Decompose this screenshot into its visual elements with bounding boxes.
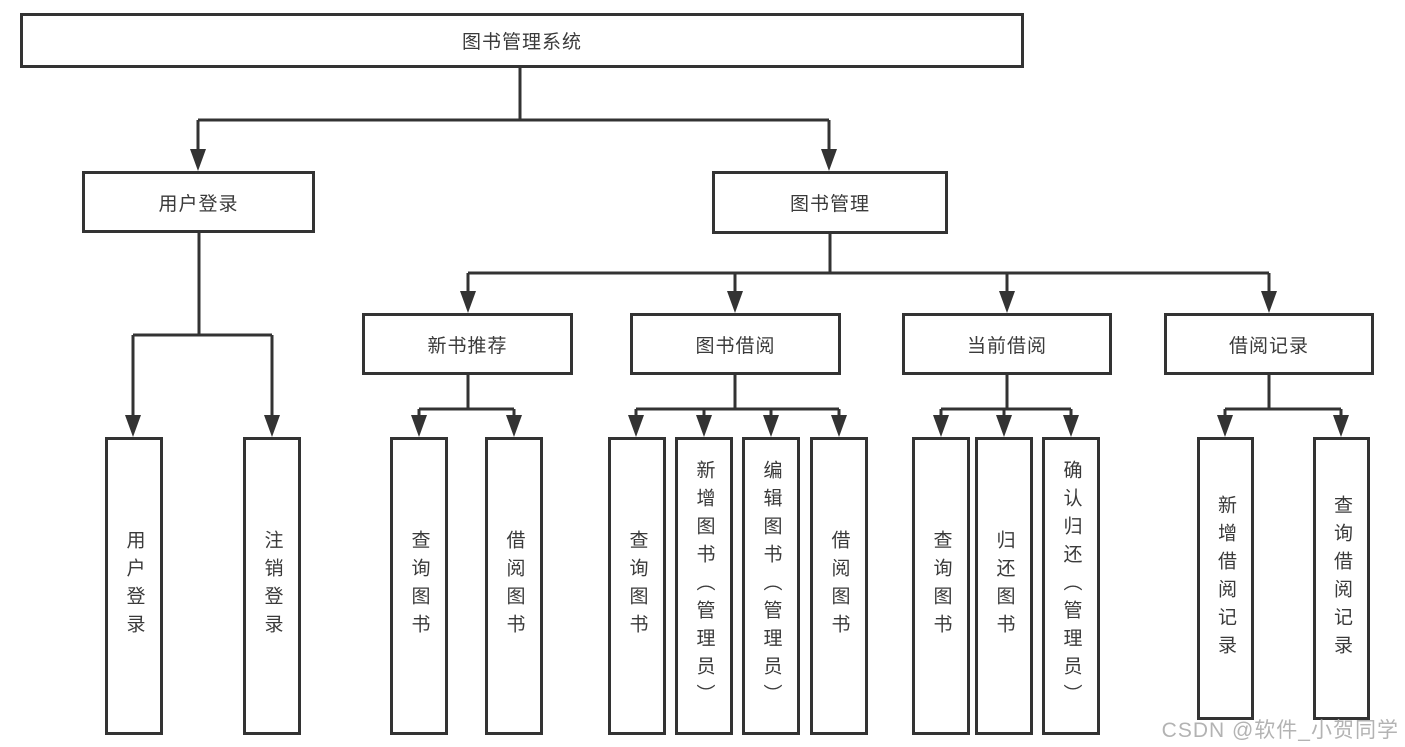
node-library-management-system: 图书管理系统: [20, 13, 1024, 68]
node-label: 新书推荐: [427, 335, 508, 357]
node-label: 图书借阅: [695, 335, 776, 357]
leaf-confirm-return-admin: 确认归还（管理员）: [1042, 437, 1100, 735]
node-label: 注销登录: [261, 530, 283, 642]
node-label: 查询图书: [930, 530, 952, 642]
node-label: 查询借阅记录: [1331, 494, 1352, 663]
leaf-user-login: 用户登录: [105, 437, 163, 735]
node-label: 用户登录: [123, 530, 145, 642]
leaf-query-borrow-record: 查询借阅记录: [1313, 437, 1370, 720]
leaf-borrow-books: 借阅图书: [810, 437, 868, 735]
leaf-edit-books-admin: 编辑图书（管理员）: [742, 437, 800, 735]
arrowhead-down-icons: [125, 149, 1349, 437]
csdn-watermark: CSDN @软件_小贺同学: [1161, 719, 1399, 742]
node-label: 借阅记录: [1228, 335, 1309, 357]
connector-lines: [131, 68, 1343, 418]
leaf-logout: 注销登录: [243, 437, 301, 735]
node-label: 查询图书: [626, 530, 648, 642]
node-label: 归还图书: [993, 530, 1015, 642]
leaf-add-books-admin: 新增图书（管理员）: [675, 437, 733, 735]
node-borrowing-records: 借阅记录: [1164, 313, 1374, 375]
node-label: 查询图书: [408, 530, 430, 642]
node-book-management: 图书管理: [712, 171, 948, 234]
node-label: 确认归还（管理员）: [1060, 460, 1082, 712]
node-label: 当前借阅: [966, 335, 1047, 357]
leaf-query-books-borrow: 查询图书: [608, 437, 666, 735]
node-label: 借阅图书: [828, 530, 850, 642]
leaf-query-books-current: 查询图书: [912, 437, 970, 735]
leaf-borrow-books-recommend: 借阅图书: [485, 437, 543, 735]
node-label: 编辑图书（管理员）: [760, 460, 782, 712]
leaf-return-books: 归还图书: [975, 437, 1033, 735]
node-current-borrowing: 当前借阅: [902, 313, 1112, 375]
node-label: 新增图书（管理员）: [693, 460, 715, 712]
node-book-borrowing: 图书借阅: [630, 313, 841, 375]
node-new-book-recommendation: 新书推荐: [362, 313, 573, 375]
node-label: 新增借阅记录: [1215, 494, 1236, 663]
node-label: 借阅图书: [503, 530, 525, 642]
node-label: 用户登录: [158, 193, 239, 215]
node-label: 图书管理: [789, 194, 870, 215]
leaf-query-books-recommend: 查询图书: [390, 437, 448, 735]
node-user-login: 用户登录: [82, 171, 315, 233]
leaf-add-borrow-record: 新增借阅记录: [1197, 437, 1254, 720]
node-label: 图书管理系统: [461, 32, 582, 53]
